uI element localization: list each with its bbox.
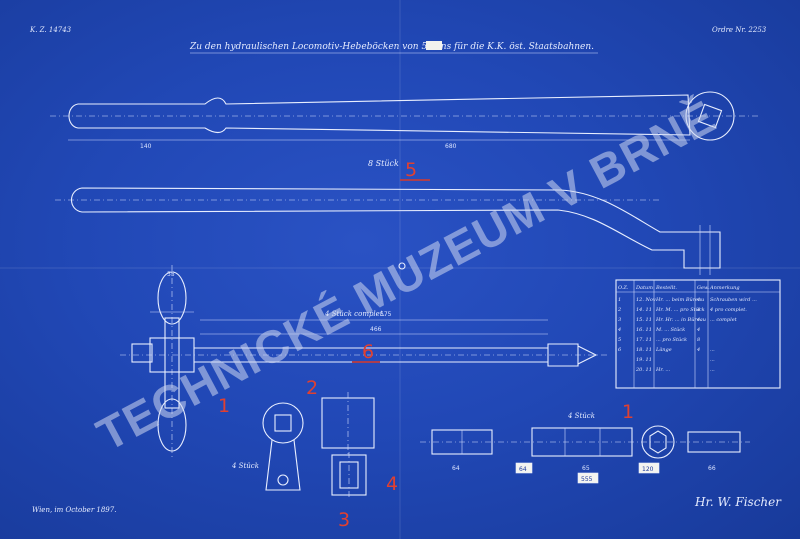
table-cell: Länge [655,347,672,353]
table-cell: 15. 11 [636,317,652,323]
dimension-680: 680 [445,143,457,150]
table-cell: 4 [696,307,700,313]
pieces-label-part5: 8 Stück [368,159,399,168]
dimension-box-bottom-value: 555 [581,476,593,483]
table-cell: 2 [617,307,621,313]
table-cell: 4 [696,297,700,303]
table-cell: ... [710,357,715,363]
table-cell: 17. 11 [636,337,652,343]
table-cell: Hr. ... beim Büreau [655,297,704,303]
table-cell: Hr. ... [655,367,671,373]
table-cell: 6 [618,347,622,353]
dimension-box-left [515,462,533,474]
table-cell: 8 [697,337,700,343]
table-cell: ... [710,367,715,373]
table-cell: 12. Nov [636,297,656,303]
part-number-4: 4 [386,473,398,495]
drawing-title: Zu den hydraulischen Locomotiv-Hebeböcke… [189,42,594,52]
dimension-box-mid-value: 120 [642,466,654,473]
dimension-575: 575 [380,311,392,318]
dimension-box-left-value: 64 [519,466,527,473]
table-cell: Schrauben wird ... [710,297,757,303]
part-number-5: 5 [405,159,417,181]
dimension-140: 140 [140,143,152,150]
reference-number-left: K. Z. 14743 [29,26,72,34]
table-cell: 18. 11 [636,347,652,353]
table-header-cell: Datum [635,285,653,291]
handle-side-view [55,187,721,275]
table-cell: 4 pro complet. [709,307,747,313]
table-cell: ... complet [710,317,738,323]
part-number-6: 6 [362,341,374,363]
table-cell: ... [710,347,715,353]
table-cell: Hr. Hr. ... in Büreau [655,317,706,323]
table-cell: 4 [696,327,700,333]
dimension-66: 66 [708,465,716,472]
dimension-box-mid [638,462,660,474]
table-cell: 20. 11 [635,367,652,373]
table-header-cell: Anmerkung [709,285,740,291]
table-cell: 14. 11 [636,307,652,313]
table-cell: 3 [618,317,621,323]
detail-parts-2-3-4 [262,392,375,500]
signature: Hr. W. Fischer [694,495,782,509]
part1-spindle-view [420,425,750,459]
table-cell: Hr. M. ... pro Stück [655,307,705,313]
table-cell: 4 [696,347,700,353]
title-number-patch [426,41,442,50]
table-cell: 4 [696,317,700,323]
dimension-55: 55 [167,271,175,278]
date-note: Wien, im October 1897. [32,506,116,514]
order-number: Ordre Nr. 2253 [712,26,767,34]
table-cell: 4 [617,327,621,333]
part-number-2: 2 [306,377,318,399]
dimension-64: 64 [452,465,460,472]
table-header-cell: Bestellt. [655,285,677,291]
table-cell: 1 [618,297,621,303]
dimension-65: 65 [582,465,590,472]
table-header-cell: Gew. [697,285,710,291]
pieces-label-parts-2-3: 4 Stück [231,462,259,470]
part-number-3: 3 [338,509,350,531]
complete-assembly-note: 4 Stück complet. [324,310,385,318]
table-cell: 16. 11 [636,327,652,333]
part-number-1-right: 1 [622,401,634,423]
table-cell: 19. 11 [636,357,652,363]
table-cell: M. ... Stück [655,327,685,333]
table-cell: ... pro Stück [656,337,687,343]
pieces-label-part1: 4 Stück [567,412,595,420]
table-cell: 5 [618,337,621,343]
handle-top-view [50,91,760,141]
part-number-1-left: 1 [218,395,230,417]
dimension-466: 466 [370,326,382,333]
table-header-cell: O.Z. [618,285,629,291]
dimension-box-bottom [577,472,599,484]
